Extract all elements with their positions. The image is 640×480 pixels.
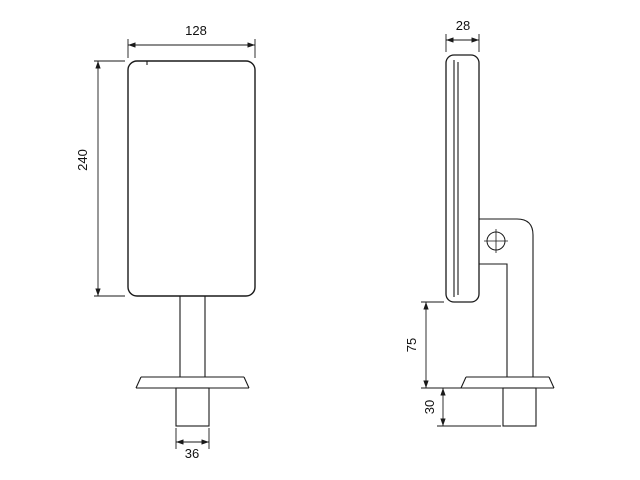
dim-front-clamp-label: 36 (185, 446, 199, 461)
front-view (127, 60, 256, 427)
dim-side-depth-extensions (445, 34, 480, 52)
dim-front-width-extensions (127, 39, 256, 58)
dim-front-clamp-extensions (175, 428, 210, 449)
dim-side-pole-extensions (421, 301, 461, 389)
front-display-outline (127, 60, 256, 297)
dim-front-height-extensions (94, 60, 125, 297)
dim-front-height-label: 240 (75, 149, 90, 171)
side-view (445, 54, 555, 427)
front-dimensions: 128 240 36 (75, 23, 256, 461)
side-dimensions: 28 75 30 (404, 18, 501, 427)
front-clamp-block (175, 387, 210, 427)
side-hinge-crosshair (484, 229, 508, 253)
side-clamp-block (502, 387, 537, 427)
side-display-outline (445, 54, 480, 303)
side-display-inner-lines (453, 60, 459, 297)
side-bracket-and-pole (479, 218, 534, 377)
dim-side-clamp-label: 30 (422, 400, 437, 414)
dim-front-width-label: 128 (185, 23, 207, 38)
front-foot-plate (135, 376, 250, 389)
side-foot-plate (460, 376, 555, 389)
dim-side-pole-label: 75 (404, 338, 419, 352)
dim-side-depth-label: 28 (456, 18, 470, 33)
front-pole (179, 296, 206, 377)
